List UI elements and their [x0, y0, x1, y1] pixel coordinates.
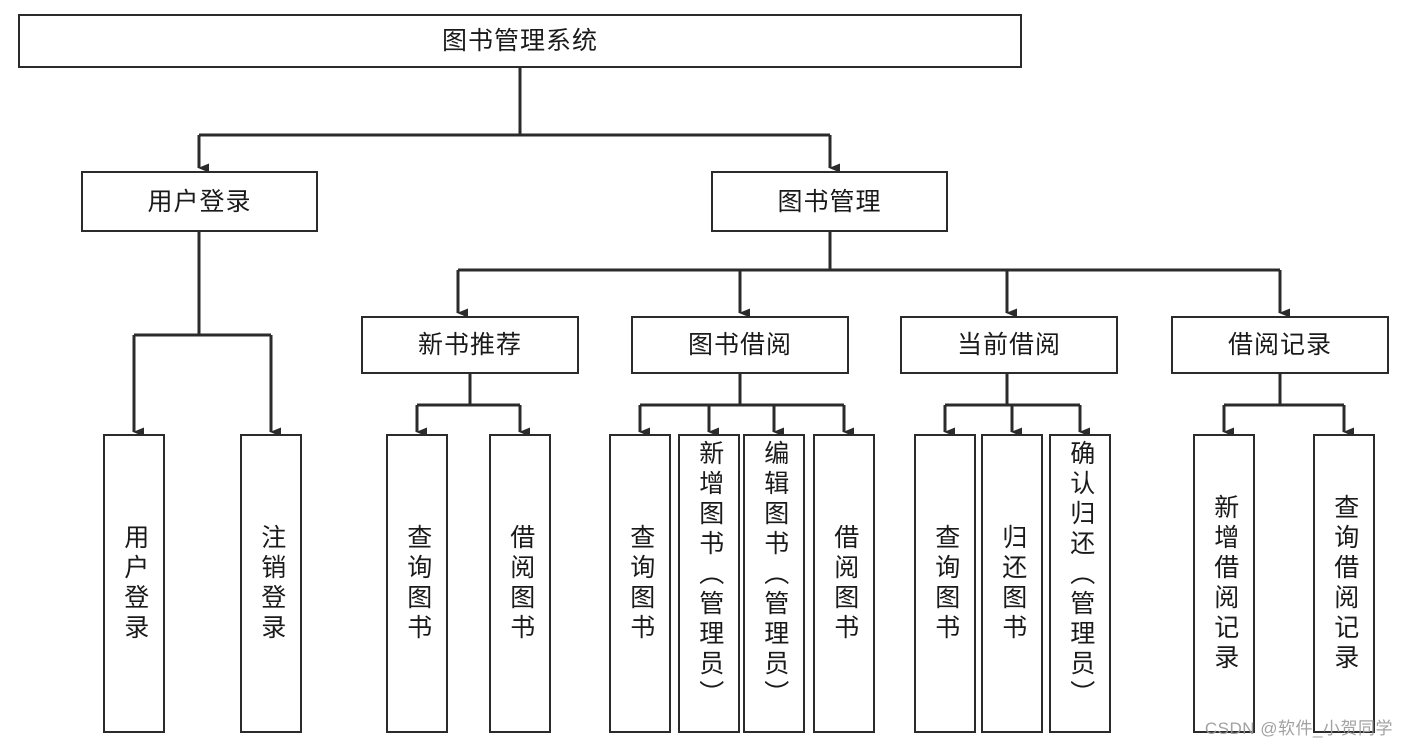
leaf-query-book-3[interactable]: 查询图书 — [914, 434, 976, 733]
leaf-query-book-3-label: 查询图书 — [931, 523, 960, 644]
node-book-borrow-label: 图书借阅 — [687, 331, 792, 359]
leaf-return-book[interactable]: 归还图书 — [981, 434, 1043, 733]
node-current-borrow-label: 当前借阅 — [956, 331, 1061, 359]
leaf-query-book-1-label: 查询图书 — [403, 523, 432, 644]
leaf-user-login-label: 用户登录 — [120, 523, 149, 644]
leaf-add-record-label: 新增借阅记录 — [1210, 493, 1239, 674]
leaf-add-record[interactable]: 新增借阅记录 — [1193, 434, 1255, 733]
leaf-borrow-book-1-label: 借阅图书 — [506, 523, 535, 644]
node-book-manage[interactable]: 图书管理 — [711, 171, 948, 232]
leaf-query-book-2-label: 查询图书 — [626, 523, 655, 644]
node-book-borrow[interactable]: 图书借阅 — [631, 316, 849, 374]
leaf-user-login[interactable]: 用户登录 — [103, 434, 165, 733]
leaf-query-book-2[interactable]: 查询图书 — [609, 434, 671, 733]
leaf-query-record[interactable]: 查询借阅记录 — [1313, 434, 1375, 733]
leaf-borrow-book-2[interactable]: 借阅图书 — [813, 434, 875, 733]
watermark: CSDN @软件_小贺同学 — [1204, 719, 1393, 738]
node-new-book-recommend-label: 新书推荐 — [417, 331, 522, 359]
node-new-book-recommend[interactable]: 新书推荐 — [361, 316, 579, 374]
leaf-logout-label: 注销登录 — [257, 523, 286, 644]
leaf-confirm-return[interactable]: 确认归还（管理员） — [1049, 434, 1111, 733]
node-current-borrow[interactable]: 当前借阅 — [900, 316, 1118, 374]
leaf-borrow-book-1[interactable]: 借阅图书 — [489, 434, 551, 733]
node-borrow-record[interactable]: 借阅记录 — [1171, 316, 1389, 374]
leaf-add-book[interactable]: 新增图书（管理员） — [678, 434, 740, 733]
node-root[interactable]: 图书管理系统 — [18, 14, 1022, 68]
leaf-edit-book[interactable]: 编辑图书（管理员） — [743, 434, 805, 733]
node-user-login-label: 用户登录 — [147, 187, 252, 216]
node-user-login[interactable]: 用户登录 — [81, 171, 318, 232]
leaf-confirm-return-label: 确认归还（管理员） — [1066, 440, 1095, 710]
leaf-borrow-book-2-label: 借阅图书 — [830, 523, 859, 644]
leaf-logout[interactable]: 注销登录 — [240, 434, 302, 733]
leaf-query-book-1[interactable]: 查询图书 — [386, 434, 448, 733]
leaf-add-book-label: 新增图书（管理员） — [695, 440, 724, 710]
node-borrow-record-label: 借阅记录 — [1227, 331, 1332, 359]
leaf-return-book-label: 归还图书 — [998, 523, 1027, 644]
leaf-edit-book-label: 编辑图书（管理员） — [760, 440, 789, 710]
node-book-manage-label: 图书管理 — [777, 187, 882, 216]
leaf-query-record-label: 查询借阅记录 — [1330, 493, 1359, 674]
node-root-label: 图书管理系统 — [441, 27, 598, 55]
